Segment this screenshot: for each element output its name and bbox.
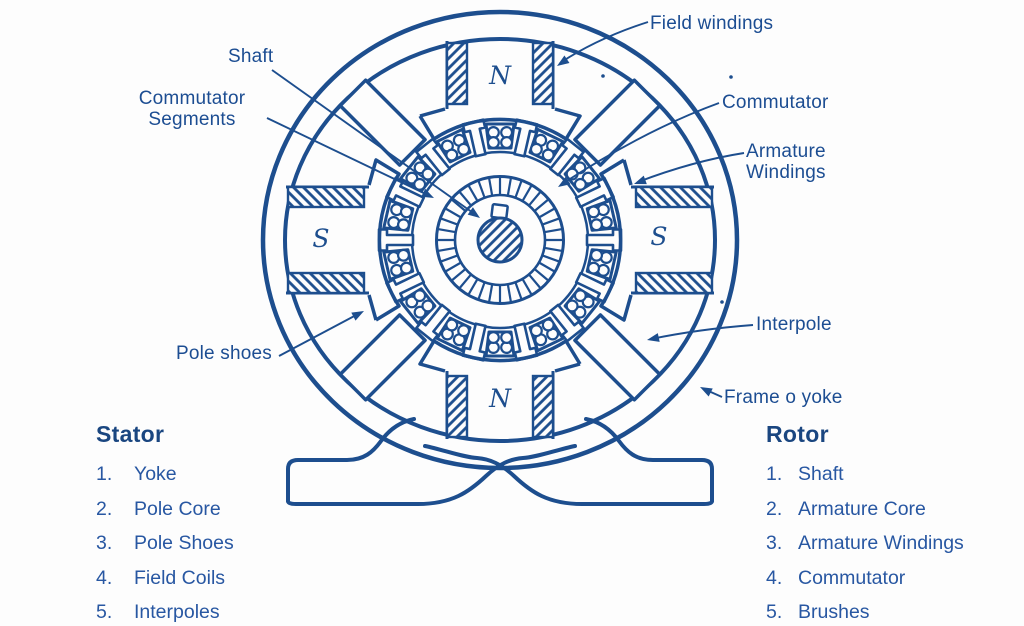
item-number: 4. <box>766 566 783 589</box>
item-number: 3. <box>96 532 113 554</box>
item-label: Yoke <box>134 463 177 485</box>
label-interpole: Interpole <box>756 314 832 335</box>
item-number: 5. <box>766 601 783 623</box>
item-label: Armature Windings <box>798 532 964 554</box>
label-commutator-segments-line1: Commutator <box>138 88 246 109</box>
list-item: 3. Pole Shoes <box>96 533 356 554</box>
item-number: 4. <box>96 566 113 589</box>
list-item: 5. Interpoles <box>96 602 356 623</box>
pole-letter-left-s: S <box>312 224 330 253</box>
list-item: 4. Field Coils <box>96 566 356 589</box>
pole-letter-right-s: S <box>650 222 668 251</box>
label-pole-shoes: Pole shoes <box>176 343 273 364</box>
item-number: 1. <box>96 463 113 485</box>
item-label: Shaft <box>798 463 844 485</box>
label-commutator: Commutator <box>722 92 829 113</box>
pole-letter-top-n: N <box>489 61 511 90</box>
item-label: Pole Shoes <box>134 532 234 554</box>
item-label: Field Coils <box>134 566 226 589</box>
stator-title: Stator <box>96 421 165 447</box>
label-armature-windings: Armature Windings <box>746 141 826 183</box>
item-label: Commutator <box>798 566 906 589</box>
rotor-title: Rotor <box>766 421 829 447</box>
item-label: Brushes <box>798 601 870 623</box>
list-item: 3. Armature Windings <box>766 533 1024 554</box>
item-label: Interpoles <box>134 601 220 623</box>
list-item: 5. Brushes <box>766 602 1024 623</box>
stator-list: Stator 1. Yoke 2. Pole Core 3. Pole Shoe… <box>96 421 356 626</box>
list-item: 1. Yoke <box>96 464 356 485</box>
item-number: 2. <box>766 497 783 520</box>
label-commutator-segments-line2: Segments <box>148 109 236 130</box>
rotor-list: Rotor 1. Shaft 2. Armature Core 3. Armat… <box>766 421 1024 626</box>
label-armature-windings-line2: Windings <box>746 162 826 183</box>
list-item: 4. Commutator <box>766 566 1024 589</box>
label-shaft: Shaft <box>228 46 274 67</box>
pole-letter-bottom-n: N <box>489 384 511 413</box>
item-number: 1. <box>766 463 783 485</box>
label-field-windings: Field windings <box>650 13 774 34</box>
list-item: 2. Armature Core <box>766 497 1024 520</box>
list-item: 2. Pole Core <box>96 497 356 520</box>
item-number: 5. <box>96 601 113 623</box>
list-item: 1. Shaft <box>766 464 1024 485</box>
item-label: Armature Core <box>798 497 926 520</box>
item-number: 3. <box>766 532 783 554</box>
item-label: Pole Core <box>134 497 221 520</box>
label-armature-windings-line1: Armature <box>746 141 826 162</box>
label-frame-or-yoke: Frame o yoke <box>724 387 843 408</box>
item-number: 2. <box>96 497 113 520</box>
label-commutator-segments: Commutator Segments <box>116 88 268 130</box>
